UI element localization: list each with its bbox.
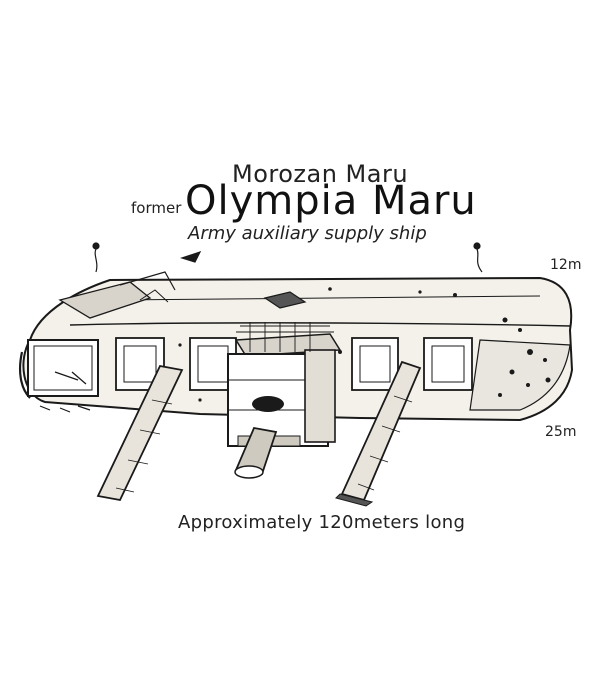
cargo-hold-4: [423, 337, 473, 391]
ship-type-subtitle: Army auxiliary supply ship: [188, 223, 427, 244]
former-label: former: [131, 199, 182, 217]
stern-section: [19, 271, 176, 399]
fallen-mast-right: [335, 360, 422, 507]
mooring-buoy-right: [473, 242, 483, 273]
depth-top-label: 12m: [550, 257, 582, 273]
depth-bottom-label: 25m: [545, 424, 577, 440]
superstructure: [227, 322, 342, 447]
ship-length-label: Approximately 120meters long: [178, 512, 466, 533]
current-ship-name: Morozan Maru: [232, 160, 409, 188]
mooring-buoy-left: [92, 242, 100, 273]
cargo-hold-3: [351, 337, 399, 391]
former-ship-name: Olympia Maru: [185, 178, 477, 224]
deck-debris: [39, 250, 307, 413]
fallen-mast-left: [96, 364, 184, 502]
fallen-mast-center: [234, 426, 278, 479]
